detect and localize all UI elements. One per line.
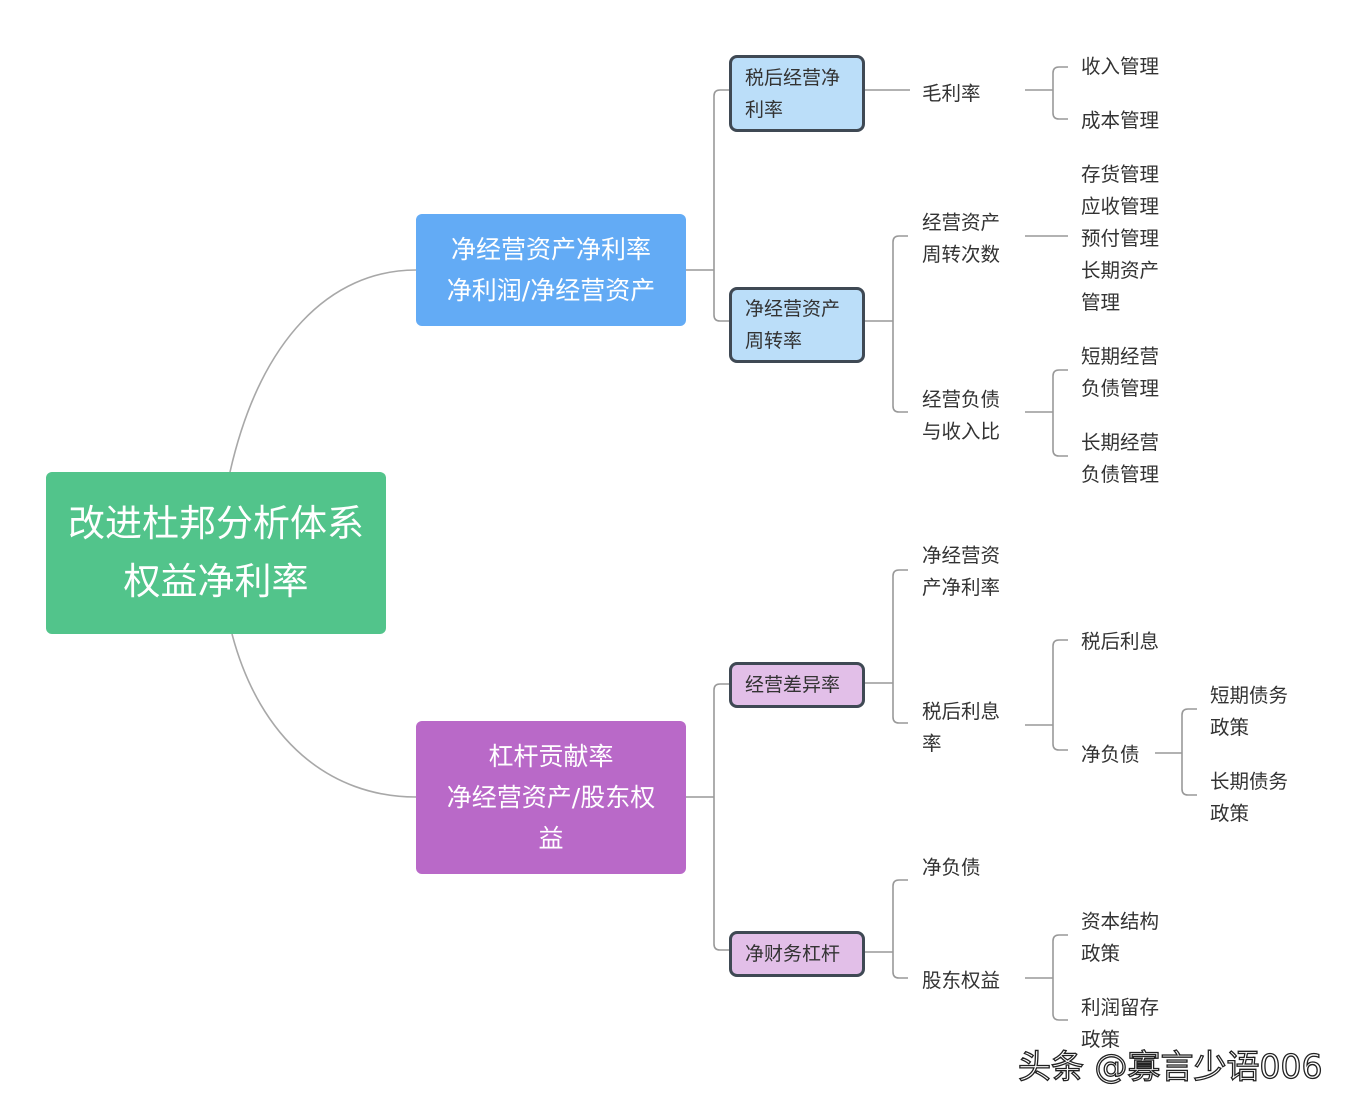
node-net-operating-asset-margin[interactable]: 净经营资产净利率 净利润/净经营资产 xyxy=(416,214,686,326)
node-after-tax-interest[interactable]: 税后利息 xyxy=(1081,630,1160,653)
connector-bottom-branch xyxy=(686,683,729,951)
node-title: 净经营资产净利率 xyxy=(450,235,651,264)
node-revenue-mgmt[interactable]: 收入管理 xyxy=(1081,55,1160,78)
node-title: 杠杆贡献率 xyxy=(488,742,614,771)
root-subtitle: 权益净利率 xyxy=(123,560,309,603)
node-formula: 净利润/净经营资产 xyxy=(446,276,656,305)
node-operating-spread[interactable]: 经营差异率 xyxy=(729,662,865,708)
node-net-debt-2[interactable]: 净负债 xyxy=(922,856,981,879)
root-node[interactable]: 改进杜邦分析体系 权益净利率 xyxy=(46,472,386,634)
root-title: 改进杜邦分析体系 xyxy=(68,502,364,545)
connector-root-bottom xyxy=(231,633,417,798)
node-after-tax-interest-rate[interactable]: 税后利息 率 xyxy=(922,700,1001,755)
node-net-financial-leverage[interactable]: 净财务杠杆 xyxy=(729,931,865,977)
node-capital-structure-policy[interactable]: 资本结构 政策 xyxy=(1081,910,1160,965)
connector-root-top xyxy=(229,269,417,473)
node-operating-asset-turnover[interactable]: 经营资产 周转次数 xyxy=(922,211,1001,266)
node-shareholder-equity[interactable]: 股东权益 xyxy=(922,969,1001,992)
node-operating-liab-to-revenue[interactable]: 经营负债 与收入比 xyxy=(922,388,1001,443)
node-short-term-liab-mgmt[interactable]: 短期经营 负债管理 xyxy=(1081,345,1160,400)
node-cost-mgmt[interactable]: 成本管理 xyxy=(1081,109,1160,132)
node-formula: 净经营资产/股东权 xyxy=(446,783,656,812)
node-long-term-liab-mgmt[interactable]: 长期经营 负债管理 xyxy=(1081,431,1160,486)
watermark: 头条 @寡言少语006 xyxy=(1017,1046,1323,1086)
node-gross-margin[interactable]: 毛利率 xyxy=(922,82,981,105)
node-short-term-debt-policy[interactable]: 短期债务 政策 xyxy=(1210,684,1289,739)
node-net-debt[interactable]: 净负债 xyxy=(1081,743,1140,766)
node-asset-mgmt-list[interactable]: 存货管理 应收管理 预付管理 长期资产 管理 xyxy=(1081,163,1160,314)
node-net-operating-asset-margin-2[interactable]: 净经营资 产净利率 xyxy=(922,544,1001,599)
node-after-tax-operating-margin[interactable]: 税后经营净 利率 xyxy=(729,55,865,132)
node-net-operating-asset-turnover[interactable]: 净经营资产 周转率 xyxy=(729,287,865,363)
connector-top-branch xyxy=(686,89,729,322)
node-long-term-debt-policy[interactable]: 长期债务 政策 xyxy=(1210,770,1289,825)
node-leverage-contribution[interactable]: 杠杆贡献率 净经营资产/股东权 益 xyxy=(416,721,686,874)
node-retained-earnings-policy[interactable]: 利润留存 政策 xyxy=(1081,996,1160,1051)
node-formula-cont: 益 xyxy=(538,824,564,853)
